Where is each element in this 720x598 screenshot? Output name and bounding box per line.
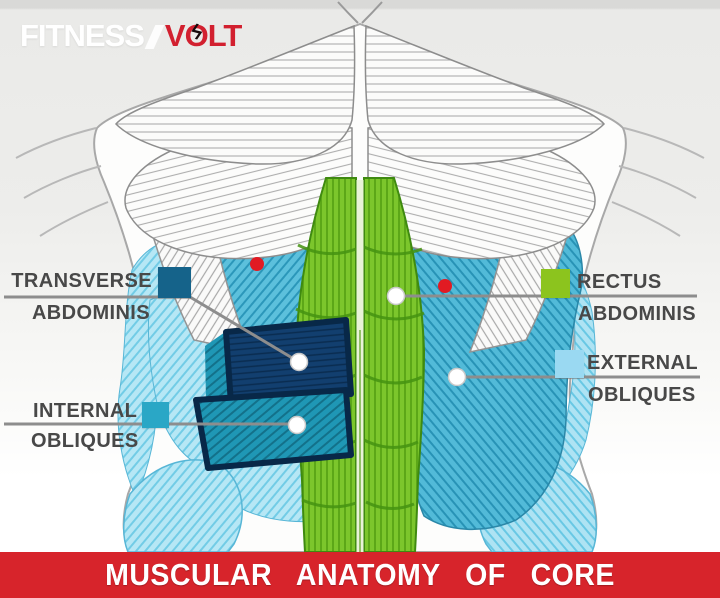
swatch-external-obliques xyxy=(555,350,584,378)
label-rectus-line2: ABDOMINIS xyxy=(578,303,697,325)
cutaway-window xyxy=(193,317,354,471)
marker-dots xyxy=(250,257,467,435)
logo-text-fitness: FITNESS xyxy=(20,18,145,53)
pointer-dot-transverse xyxy=(289,352,309,372)
fitness-volt-logo: FITNESS VOLT ϟ xyxy=(20,18,242,54)
trapezius-muscles xyxy=(114,24,606,165)
pointer-dot-internal xyxy=(287,415,307,435)
label-internal-line2: OBLIQUES xyxy=(31,430,139,452)
pointer-dot-rectus xyxy=(386,286,406,306)
label-external-line2: OBLIQUES xyxy=(588,384,696,406)
label-transverse-line1: TRANSVERSE xyxy=(11,270,152,292)
logo-text-volt: VOLT ϟ xyxy=(164,18,242,54)
red-dot-right xyxy=(438,279,452,293)
swatch-transverse-abdominis xyxy=(158,267,191,298)
shoulder-lines xyxy=(15,1,705,237)
swatch-rectus-abdominis xyxy=(541,269,570,298)
title-banner: MUSCULAR ANATOMY OF CORE xyxy=(0,552,720,598)
label-external-line1: EXTERNAL xyxy=(587,352,698,374)
logo-volt-letters: VOLT xyxy=(164,18,242,53)
transverse-abdominis-patch xyxy=(223,317,354,407)
internal-obliques-patch xyxy=(193,387,354,471)
label-internal-line1: INTERNAL xyxy=(33,400,138,422)
red-dot-left xyxy=(250,257,264,271)
pointer-dot-external xyxy=(447,367,467,387)
banner-title: MUSCULAR ANATOMY OF CORE xyxy=(105,557,615,592)
torso-anatomy-illustration xyxy=(4,1,705,552)
swatch-internal-obliques xyxy=(142,402,169,428)
hip-obliques xyxy=(123,459,597,552)
logo-slash xyxy=(144,25,165,49)
label-rectus-line1: RECTUS xyxy=(577,271,662,293)
label-transverse-line2: ABDOMINIS xyxy=(31,302,150,324)
